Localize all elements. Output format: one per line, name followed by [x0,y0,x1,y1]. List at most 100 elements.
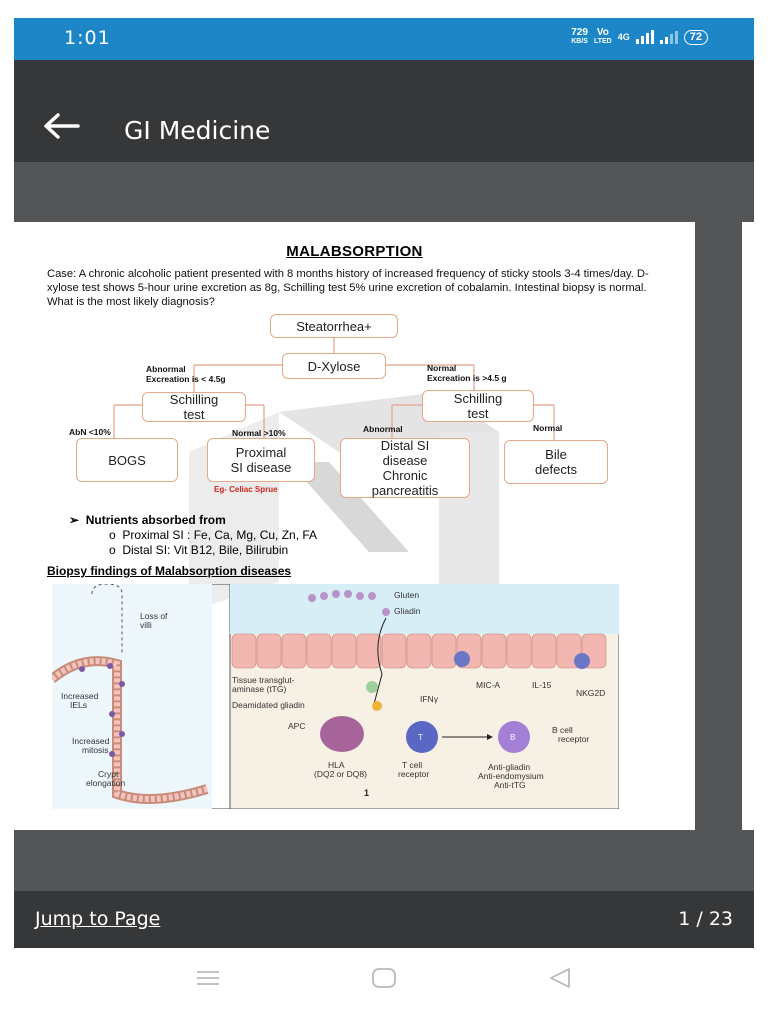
dxylose-box: D-Xylose [282,353,386,379]
nkg2d-label: NKG2D [576,688,605,698]
normal-10-label: Normal >10% [232,428,286,438]
steatorrhea-box: Steatorrhea+ [270,314,398,338]
case-text: Case: A chronic alcoholic patient presen… [47,268,649,308]
ttg-label-1: Tissue transglut- [232,675,295,685]
celiac-note: Eg- Celiac Sprue [214,485,278,494]
gliadin-label: Gliadin [394,606,421,616]
nutrient-item-text: Proximal SI : Fe, Ca, Mg, Cu, Zn, FA [122,528,318,542]
normal-label-line1: Normal [427,363,457,373]
dxylose-label: D-Xylose [307,358,361,374]
distal-line4: pancreatitis [371,483,439,498]
nutrients-heading-text: Nutrients absorbed from [85,513,226,527]
page-navigation-bar: Jump to Page 1 / 23 [14,891,754,948]
status-bar: 1:01 729 KB/S Vo LTED 4G 72 [14,18,754,60]
volte-bottom: LTED [593,38,612,45]
gluten-label: Gluten [394,590,419,600]
increased-iels-label-1: Increased [61,691,99,701]
bile-box: Bile defects [504,440,608,484]
arrow-left-icon[interactable] [42,112,80,140]
bcr-label-1: B cell [552,725,573,735]
distal-line1: Distal SI [380,438,430,453]
next-page-edge [742,222,754,830]
schilling-right-line2: test [467,406,489,421]
battery-icon: 72 [683,29,708,45]
proximal-line2: SI disease [230,460,292,475]
network-speed-value: 729 [571,27,588,38]
tcr-label-1: T cell [402,760,422,770]
doc-title: MALABSORPTION [286,243,423,260]
schilling-right-box: Schilling test [422,390,534,422]
network-type: 4G [617,32,630,42]
proximal-line1: Proximal [235,445,287,460]
signal-icon-2 [659,30,678,44]
abnormal-label-line2: Excreation is < 4.5g [146,374,226,384]
figure-number: 1 [364,788,369,798]
antibody-label-2: Anti-endomysium [478,771,544,781]
bcr-label-2: receptor [558,734,589,744]
schilling-right-line1: Schilling [453,391,503,406]
app-bar: GI Medicine [14,60,754,162]
home-icon[interactable] [371,966,397,990]
proximal-box: Proximal SI disease [207,438,315,482]
hla-label-1: HLA [328,760,345,770]
distal-line3: Chronic [382,468,428,483]
tcr-label-2: receptor [398,769,429,779]
schilling-left-line2: test [183,407,205,422]
normal-label: Normal Excreation is >4.5 g [427,363,507,383]
t-cell-label: T [418,733,423,742]
nutrient-item: o Distal SI: Vit B12, Bile, Bilirubin [109,543,289,557]
antibody-label-1: Anti-gliadin [488,762,530,772]
b-cell-label: B [510,733,515,742]
app-title: GI Medicine [124,116,271,145]
distal-line2: disease [382,453,428,468]
steatorrhea-label: Steatorrhea+ [296,318,372,334]
ifn-label: IFNγ [420,694,439,704]
nutrient-item: o Proximal SI : Fe, Ca, Mg, Cu, Zn, FA [109,528,318,542]
volte-indicator: Vo LTED [594,28,612,46]
ttg-label-2: aminase (tTG) [232,684,286,694]
back-triangle-icon[interactable] [547,966,573,990]
crypt-label-1: Crypt [98,769,119,779]
antibody-label-3: Anti-tTG [494,780,526,790]
normal-label-line2: Excreation is >4.5 g [427,373,507,383]
abnormal-right-label: Abnormal [363,424,403,434]
increased-mitosis-label-2: mitosis [82,745,108,755]
status-indicators: 729 KB/S Vo LTED 4G 72 [571,28,708,46]
biopsy-heading: Biopsy findings of Malabsorption disease… [47,564,292,578]
network-speed-unit: KB/S [571,38,588,45]
distal-box: Distal SI disease Chronic pancreatitis [340,438,470,498]
abn-10-label: AbN <10% [69,427,111,437]
flowchart-lines [113,336,555,440]
increased-mitosis-label-1: Increased [72,736,110,746]
nutrients-heading: ➢ Nutrients absorbed from [69,513,226,527]
il15-label: IL-15 [532,680,552,690]
page-indicator: 1 / 23 [678,908,733,930]
bile-line1: Bile [545,447,567,462]
schilling-left-box: Schilling test [142,392,246,422]
network-speed: 729 KB/S [571,28,588,46]
document-page[interactable]: MALABSORPTION Case: A chronic alcoholic … [14,222,695,830]
apc-label: APC [288,721,305,731]
volte-top: Vo [596,27,609,38]
signal-icon [635,30,654,44]
system-nav-bar [0,948,768,1024]
status-time: 1:01 [64,27,111,49]
abnormal-label: Abnormal Excreation is < 4.5g [146,364,226,384]
abnormal-label-line1: Abnormal [146,364,186,374]
nutrient-item-text: Distal SI: Vit B12, Bile, Bilirubin [122,543,289,557]
celiac-pathogenesis-figure: Loss of villi Increased IELs Increased m… [52,584,619,809]
bogs-box: BOGS [76,438,178,482]
loss-of-villi-label-1: Loss of [140,611,168,621]
hla-label-2: (DQ2 or DQ8) [314,769,367,779]
bogs-label: BOGS [108,452,146,468]
loss-of-villi-label-2: villi [140,620,152,630]
recents-icon[interactable] [195,966,221,990]
increased-iels-label-2: IELs [70,700,87,710]
jump-to-page-link[interactable]: Jump to Page [35,908,161,930]
schilling-left-line1: Schilling [169,392,219,407]
crypt-label-2: elongation [86,778,126,788]
mica-label: MIC-A [476,680,500,690]
bile-line2: defects [535,462,577,477]
deamidated-label: Deamidated gliadin [232,700,305,710]
normal-right-label: Normal [533,423,563,433]
